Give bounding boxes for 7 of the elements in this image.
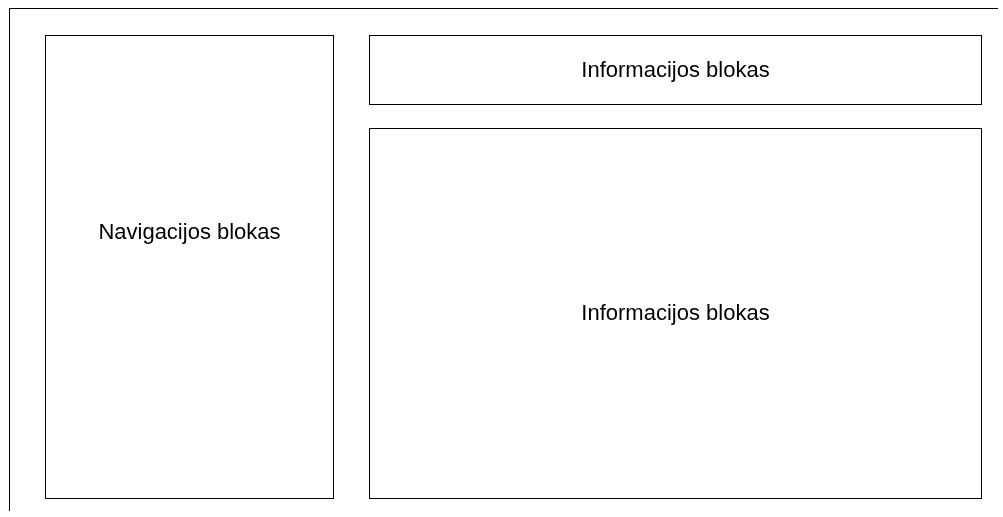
- block-label: Informacijos blokas: [580, 301, 771, 326]
- content-block: [45, 35, 334, 499]
- content-block: [369, 35, 982, 105]
- frame: [9, 8, 998, 511]
- block-label: Navigacijos blokas: [97, 219, 282, 245]
- block-label: Informacijos blokas: [580, 57, 771, 83]
- content-block: [369, 128, 982, 499]
